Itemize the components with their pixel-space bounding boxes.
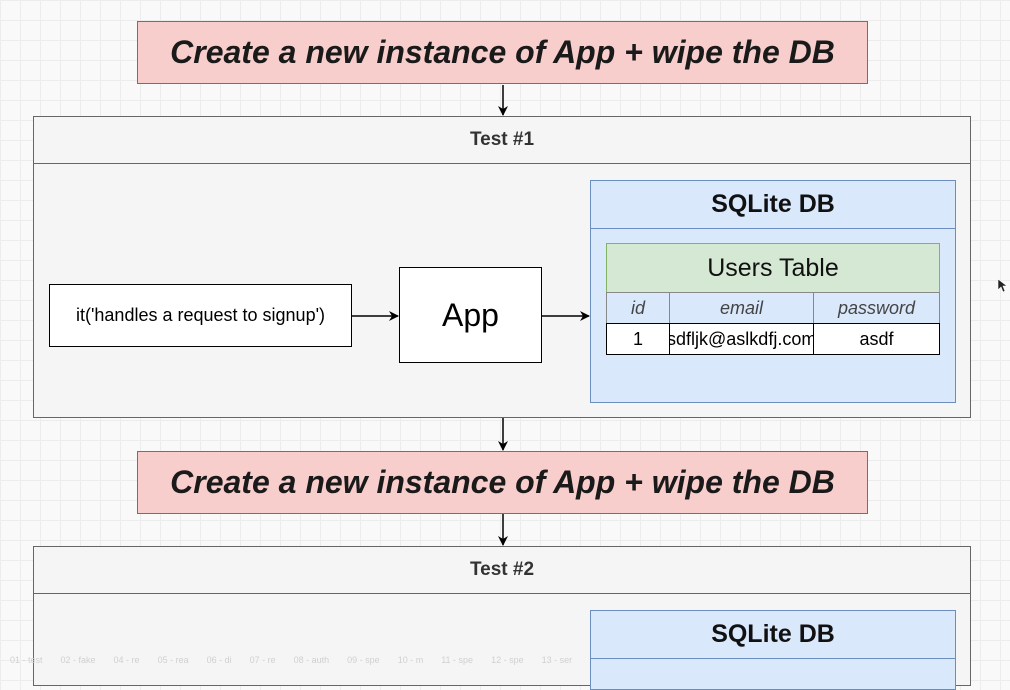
taskbar-item[interactable]: 11 - spe: [441, 655, 474, 665]
taskbar-item[interactable]: 10 - m: [397, 655, 424, 665]
taskbar-item[interactable]: 09 - spe: [347, 655, 380, 665]
test-2-header: Test #2: [34, 547, 970, 594]
taskbar-item[interactable]: 05 - rea: [157, 655, 189, 665]
column-header-email: email: [669, 292, 814, 324]
table-row-cell-password: asdf: [813, 323, 940, 355]
app-box[interactable]: App: [399, 267, 542, 363]
column-header-password: password: [813, 292, 940, 324]
test-1-header: Test #1: [34, 117, 970, 164]
taskbar-item[interactable]: 08 - auth: [293, 655, 330, 665]
sqlite-db-title-test-2: SQLite DB: [591, 611, 955, 659]
users-table-title[interactable]: Users Table: [606, 243, 940, 293]
it-handles-signup-box[interactable]: it('handles a request to signup'): [49, 284, 352, 347]
banner-create-instance-top[interactable]: Create a new instance of App + wipe the …: [137, 21, 868, 84]
taskbar-item[interactable]: 04 - re: [113, 655, 140, 665]
faded-tab-bar: 01 - test 02 - fake 04 - re 05 - rea 06 - di…: [0, 652, 1010, 668]
taskbar-item[interactable]: 02 - fake: [60, 655, 96, 665]
table-row-cell-id: 1: [606, 323, 670, 355]
taskbar-item[interactable]: 07 - re: [249, 655, 276, 665]
sqlite-db-title: SQLite DB: [591, 181, 955, 229]
banner-create-instance-middle[interactable]: Create a new instance of App + wipe the …: [137, 451, 868, 514]
connector-arrows: [352, 85, 1008, 546]
table-row-cell-email: asdfljk@aslkdfj.com: [669, 323, 814, 355]
taskbar-item[interactable]: 06 - di: [206, 655, 232, 665]
taskbar-item[interactable]: 13 - ser: [541, 655, 573, 665]
mouse-cursor-icon: [997, 278, 1008, 293]
taskbar-item[interactable]: 01 - test: [10, 655, 43, 665]
taskbar-item[interactable]: 12 - spe: [491, 655, 524, 665]
